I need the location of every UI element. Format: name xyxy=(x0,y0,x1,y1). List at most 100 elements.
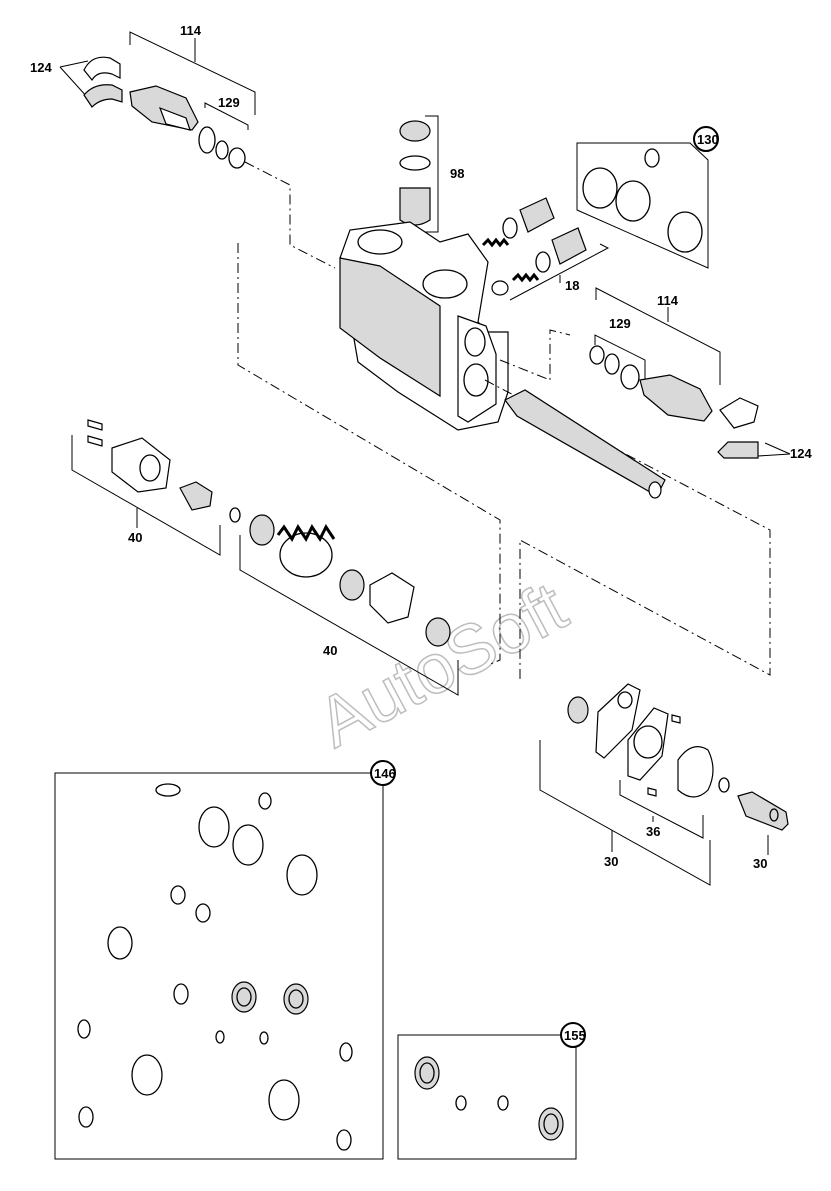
oring-b-right xyxy=(604,353,620,375)
label-30-a: 30 xyxy=(604,854,618,869)
box-146 xyxy=(54,772,384,1160)
check-poppet-98 xyxy=(399,187,431,226)
spring-40-mid xyxy=(276,524,336,542)
bracket-40-left xyxy=(71,435,221,556)
valve-body-face xyxy=(339,257,441,398)
bolt-36-b xyxy=(647,787,657,797)
label-36: 36 xyxy=(646,824,660,839)
cover-bore-36 xyxy=(633,725,663,759)
ring-146-10 xyxy=(77,1019,91,1039)
eye-bolt-30 xyxy=(737,791,789,831)
group-114-right xyxy=(589,287,791,459)
ring-146-4 xyxy=(232,824,264,866)
leader-124-right-a xyxy=(764,442,791,455)
oring-130-d xyxy=(667,211,703,253)
ring-146-17 xyxy=(336,1129,352,1151)
seal-146-b-inner xyxy=(288,989,304,1009)
label-155: 155 xyxy=(564,1028,586,1043)
port-d xyxy=(463,363,489,397)
seal-30 xyxy=(567,696,589,724)
label-114-top: 114 xyxy=(180,23,202,38)
clip-lower-top xyxy=(83,84,123,108)
plug-98 xyxy=(399,120,431,142)
clip-lower-right xyxy=(717,441,759,459)
callout-146 xyxy=(370,760,396,786)
dashline-body-right xyxy=(499,329,571,381)
ring-146-14 xyxy=(131,1054,163,1096)
gasket-30 xyxy=(595,683,641,759)
spring-outline-40-mid xyxy=(279,532,333,578)
seal-155-a-inner xyxy=(419,1062,435,1084)
label-146: 146 xyxy=(374,766,396,781)
bolt-36-a xyxy=(671,714,681,724)
ring-146-9 xyxy=(173,983,189,1005)
bracket-114-top xyxy=(129,31,256,115)
leader-124-right-b xyxy=(757,453,791,457)
seal-155-b xyxy=(538,1107,564,1141)
bolt-a-left xyxy=(87,419,103,431)
ring-146-7 xyxy=(195,903,211,923)
ring-146-15 xyxy=(268,1079,300,1121)
box-155 xyxy=(397,1034,577,1160)
ring-146-13 xyxy=(339,1042,353,1062)
clip-upper-right xyxy=(719,397,759,429)
ring-146-8 xyxy=(107,926,133,960)
ring-146-5 xyxy=(286,854,318,896)
ring-146-11 xyxy=(215,1030,225,1044)
eye-bolt-hole-30 xyxy=(769,808,779,822)
group-30-36 xyxy=(539,683,789,886)
plug-18-b xyxy=(551,227,587,265)
port-c xyxy=(464,327,486,357)
dashline-top-left xyxy=(244,161,336,269)
oring-c-top xyxy=(228,147,246,169)
group-130 xyxy=(576,126,719,269)
label-129-right: 129 xyxy=(609,316,631,331)
seal-155-b-inner xyxy=(543,1113,559,1135)
oring-b-top xyxy=(215,140,229,160)
cover-40-mid xyxy=(369,572,415,624)
bracket-129-top xyxy=(204,102,249,130)
callout-155 xyxy=(560,1022,586,1048)
bracket-36 xyxy=(619,780,704,839)
relief-valve-cartridge-right xyxy=(639,374,713,422)
oring-130-b xyxy=(582,167,618,209)
oring-130-a xyxy=(644,148,660,168)
poppet-18-b xyxy=(491,280,509,296)
ring-155-1 xyxy=(455,1095,467,1111)
port-b xyxy=(422,269,468,299)
label-30-b: 30 xyxy=(753,856,767,871)
oring-98 xyxy=(399,155,431,171)
oring-c-right xyxy=(620,364,640,390)
oring-18-b xyxy=(535,251,551,273)
bracket-30 xyxy=(539,740,711,886)
port-a xyxy=(357,229,403,255)
ring-146-1 xyxy=(155,783,181,797)
group-40-mid xyxy=(239,514,459,696)
label-130: 130 xyxy=(697,132,719,147)
label-114-right: 114 xyxy=(657,293,679,308)
oring-18-a xyxy=(502,217,518,239)
bracket-40-mid xyxy=(239,535,459,696)
valve-body xyxy=(237,221,771,680)
seal-155-a xyxy=(414,1056,440,1090)
ring-146-3 xyxy=(198,806,230,848)
seal-146-a xyxy=(231,981,257,1013)
cover-36 xyxy=(627,707,669,781)
ring-146-12 xyxy=(259,1031,269,1045)
cap-40-left xyxy=(179,481,213,511)
oring-a-top xyxy=(198,126,216,154)
dashline-body-left xyxy=(237,243,501,666)
bracket-129-right xyxy=(594,334,646,385)
valve-body-end xyxy=(457,315,497,423)
gasket-bore-30 xyxy=(617,691,633,709)
bolt-b-left xyxy=(87,435,103,447)
ring-146-6 xyxy=(170,885,186,905)
spool-end xyxy=(648,481,662,499)
cover-bore-left xyxy=(139,454,161,482)
spool xyxy=(504,389,666,499)
seal-146-b xyxy=(283,983,309,1015)
spring-18-b xyxy=(511,272,540,283)
seal-146-a-inner xyxy=(236,987,252,1007)
oring-40-left xyxy=(229,507,241,523)
